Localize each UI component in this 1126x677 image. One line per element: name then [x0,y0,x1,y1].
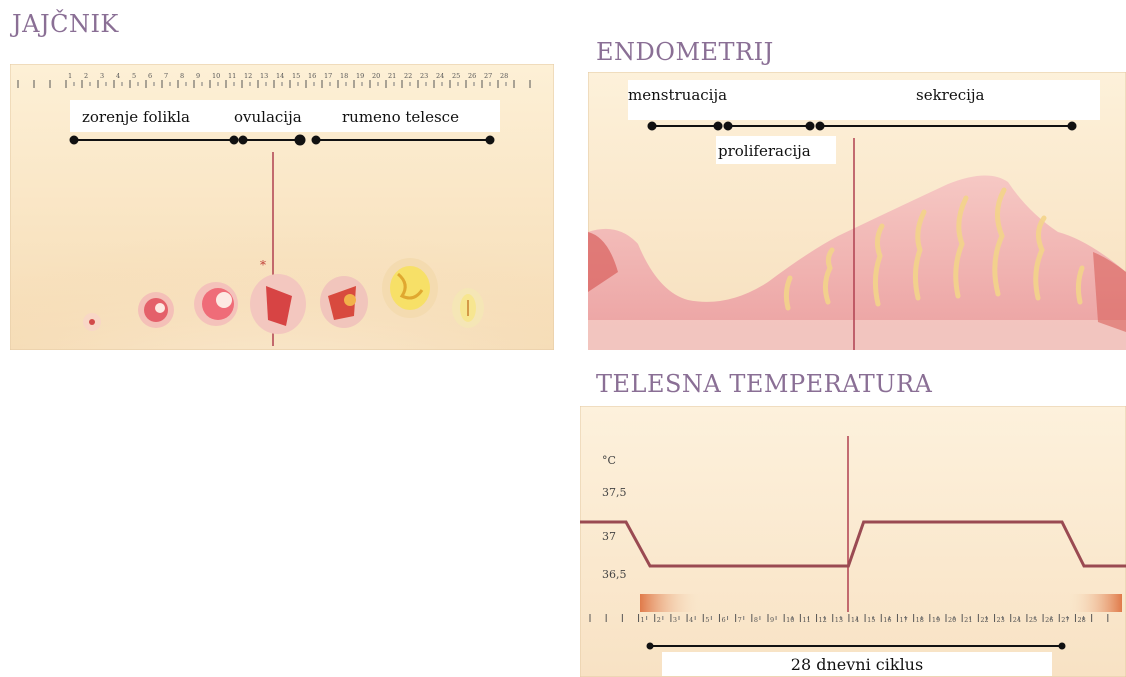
ovary-day-26: 26 [468,72,476,80]
corpus-luteum-early [320,276,368,328]
phase-label-corpus-luteum: rumeno telesce [342,108,459,126]
ovary-day-6: 6 [148,72,152,80]
temperature-day-19: 19 [932,616,940,624]
corpus-luteum-mature [382,258,438,318]
phase-label-proliferation: proliferacija [718,142,811,160]
y-tick-label-36-5: 36,5 [602,568,627,581]
ovary-day-9: 9 [196,72,200,80]
ovary-day-16: 16 [308,72,316,80]
phase-label-ovulation: ovulacija [234,108,302,126]
temperature-day-14: 14 [851,616,859,624]
ovary-day-25: 25 [452,72,460,80]
temperature-day-23: 23 [997,616,1005,624]
ovary-day-2: 2 [84,72,88,80]
temperature-day-20: 20 [948,616,956,624]
ovary-title: JAJČNIK [12,10,119,38]
follicle-stage-1 [83,313,101,331]
ovary-day-7: 7 [164,72,168,80]
temperature-day-24: 24 [1013,616,1021,624]
ovary-day-10: 10 [212,72,220,80]
phase-label-follicle: zorenje folikla [82,108,190,126]
ovary-day-19: 19 [356,72,364,80]
ovary-day-28: 28 [500,72,508,80]
ovary-day-22: 22 [404,72,412,80]
temperature-day-27: 27 [1061,616,1069,624]
phase-label-menstruation: menstruacija [628,86,727,104]
endometrium-title: ENDOMETRIJ [596,38,774,66]
temperature-day-26: 26 [1045,616,1053,624]
ovary-day-17: 17 [324,72,332,80]
temperature-day-12: 12 [819,616,827,624]
ovary-day-27: 27 [484,72,492,80]
ovary-day-18: 18 [340,72,348,80]
ovary-day-11: 11 [228,72,236,80]
ovary-day-1: 1 [68,72,72,80]
ovary-day-8: 8 [180,72,184,80]
temperature-day-10: 10 [786,616,794,624]
menstruation-marker-right [1068,594,1122,612]
endometrium-illustration: menstruacija sekrecija proliferacija [588,72,1126,350]
phase-label-secretion: sekrecija [916,86,985,104]
follicle-stage-3 [194,282,238,326]
ovary-day-14: 14 [276,72,284,80]
temperature-day-11: 11 [802,616,810,624]
menstruation-marker-left [640,594,700,612]
y-tick-label-37: 37 [602,530,616,543]
temperature-day-8: 8 [754,616,758,624]
ovary-day-23: 23 [420,72,428,80]
ovary-day-12: 12 [244,72,252,80]
ovary-day-24: 24 [436,72,444,80]
svg-text:*: * [260,258,266,272]
ovary-day-20: 20 [372,72,380,80]
ovary-day-13: 13 [260,72,268,80]
temperature-day-17: 17 [899,616,907,624]
ovary-day-4: 4 [116,72,120,80]
temperature-day-25: 25 [1029,616,1037,624]
temperature-day-22: 22 [980,616,988,624]
temperature-unit-label: °C [602,454,616,467]
temperature-day-2: 2 [657,616,661,624]
temperature-day-16: 16 [883,616,891,624]
temperature-day-3: 3 [673,616,677,624]
temperature-day-1: 1 [641,616,645,624]
y-tick-label-37-5: 37,5 [602,486,627,499]
ovary-day-3: 3 [100,72,104,80]
temperature-title: TELESNA TEMPERATURA [596,370,932,398]
temperature-day-21: 21 [964,616,972,624]
temperature-day-7: 7 [738,616,742,624]
temperature-day-4: 4 [689,616,693,624]
temperature-day-9: 9 [770,616,774,624]
follicle-stage-2 [138,292,174,328]
endometrium-panel: menstruacija sekrecija proliferacija [588,72,1126,350]
cycle-bar-start [647,643,654,650]
temperature-day-13: 13 [835,616,843,624]
temperature-day-18: 18 [916,616,924,624]
ovary-day-5: 5 [132,72,136,80]
cycle-length-label: 28 dnevni ciklus [791,655,923,674]
cycle-bar-end [1059,643,1066,650]
ovary-day-15: 15 [292,72,300,80]
ovary-day-21: 21 [388,72,396,80]
temperature-day-15: 15 [867,616,875,624]
corpus-albicans [452,288,484,328]
temperature-day-28: 28 [1077,616,1085,624]
temperature-day-6: 6 [721,616,725,624]
temperature-day-5: 5 [705,616,709,624]
